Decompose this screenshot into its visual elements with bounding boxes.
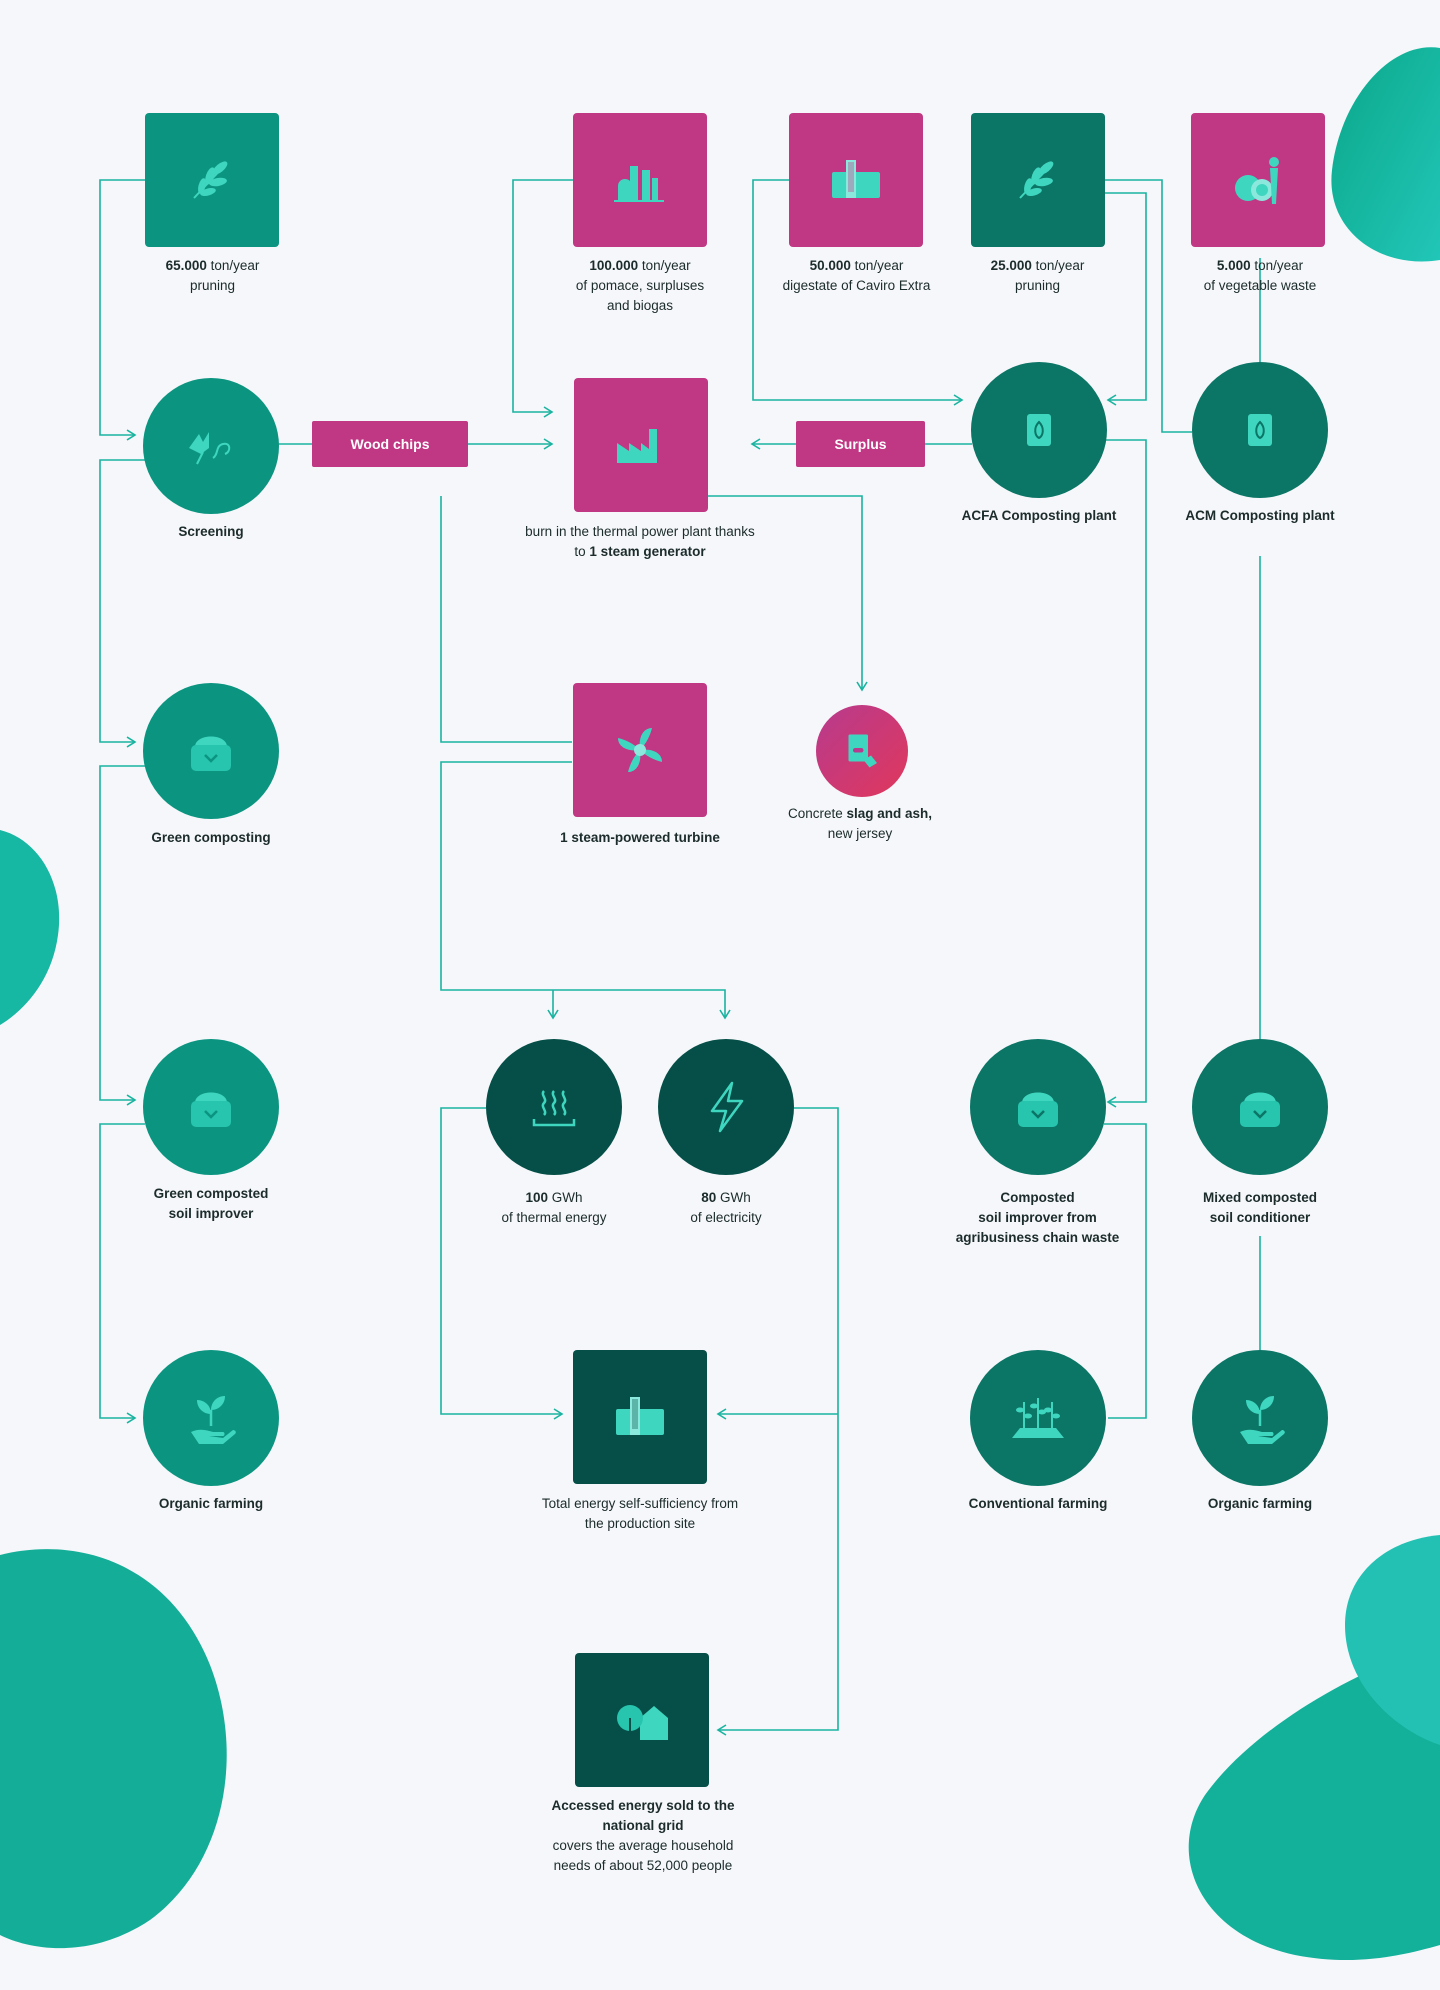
screening-node [143,378,279,514]
organic-farming-right-label: Organic farming [1207,1496,1313,1511]
pruning-25-node [971,113,1105,247]
self-sufficiency-node [573,1350,707,1484]
heat-waves-icon [532,1090,576,1127]
wood-chips-tag: Wood chips [312,421,468,467]
decorative-blob-bottom-right [1188,1535,1440,1961]
screening-label: Screening [178,524,244,539]
conventional-farming-node [970,1350,1106,1486]
acfa-composting-label: ACFA Composting plant [961,508,1117,523]
crops-icon [1012,1398,1064,1438]
house-tree-icon [617,1705,668,1742]
leaf-branch-icon [193,161,228,199]
tank-icon [832,160,880,198]
decorative-blob-bottom-left [0,1549,227,1949]
mixed-composted-node [1192,1039,1328,1175]
turbine-icon [618,728,662,772]
digestate-50-node [789,113,923,247]
organic-farming-right-node [1192,1350,1328,1486]
leaf-sprout-icon [189,432,231,465]
tank-icon [616,1397,664,1435]
hand-sprout-icon [1240,1396,1285,1444]
vegwaste-5-node [1191,113,1325,247]
decorative-blob-left-mid [0,830,60,1025]
pruning-65-node [145,113,279,247]
compost-bag-icon [1027,414,1051,446]
surplus-tag: Surplus [796,421,925,467]
acm-composting-label: ACM Composting plant [1185,508,1335,523]
organic-farming-left-node [143,1350,279,1486]
lightning-icon [710,1081,744,1133]
compost-bag-icon [1248,414,1272,446]
soil-sack-icon [191,736,231,771]
slag-ash-node [816,705,908,797]
conventional-farming-label: Conventional farming [968,1496,1108,1511]
soil-sack-icon [1018,1092,1058,1127]
slag-ash-caption: Concrete slag and ash,new jersey [787,806,933,841]
steam-turbine-label: 1 steam-powered turbine [560,830,720,845]
green-composting-node [143,683,279,819]
hand-sprout-icon [191,1396,236,1444]
steam-turbine-node [573,683,707,817]
factory-silo-icon [614,166,664,202]
factory-icon [617,429,657,463]
vegetables-icon [1235,157,1279,204]
soil-sack-icon [191,1092,231,1127]
soil-sack-icon [1240,1092,1280,1127]
acfa-composting-node [971,362,1107,498]
national-grid-node [575,1653,709,1787]
concrete-block-icon [848,734,877,768]
pomace-100-node [573,113,707,247]
composted-soil-node [970,1039,1106,1175]
green-composted-node [143,1039,279,1175]
thermal-plant-node [574,378,708,512]
green-composting-label: Green composting [151,830,271,845]
thermal-energy-node [486,1039,622,1175]
leaf-branch-icon [1019,161,1054,199]
decorative-blob-top-right [1331,47,1440,262]
organic-farming-left-label: Organic farming [158,1496,264,1511]
acm-composting-node [1192,362,1328,498]
electricity-node [658,1039,794,1175]
